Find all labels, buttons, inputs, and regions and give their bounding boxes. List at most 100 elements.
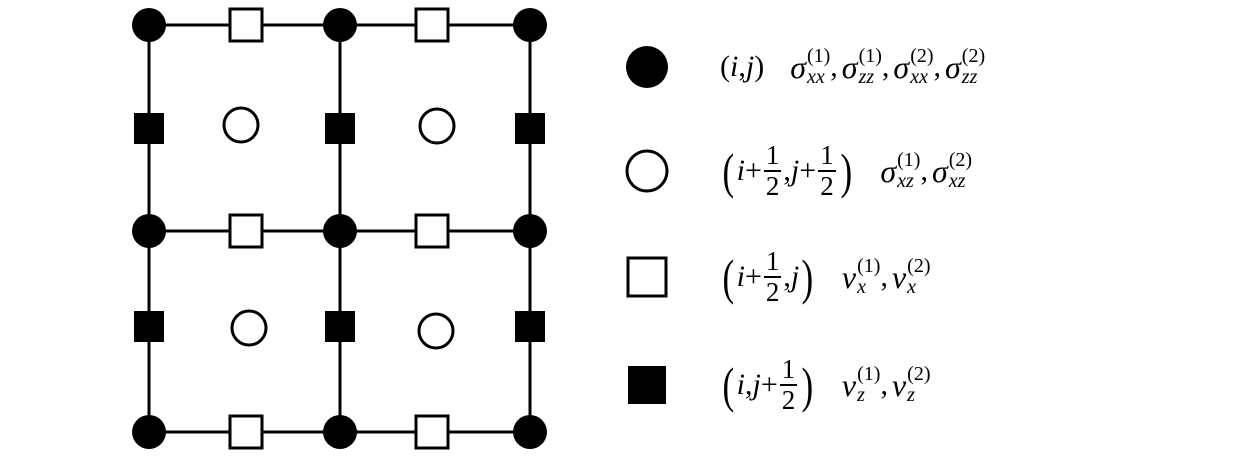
filled-circle-node (323, 214, 357, 248)
index-symbol: j (745, 50, 755, 83)
filled-square-node (515, 311, 545, 342)
filled-square-node (134, 311, 164, 342)
field-variable: v(2)x (892, 256, 931, 298)
index-symbol: j (790, 154, 800, 187)
operator: + (760, 368, 778, 401)
paren-close: ) (840, 143, 852, 199)
variable-base: σ (931, 152, 948, 189)
index-symbol: i (736, 368, 745, 401)
filled-circle-node (323, 415, 357, 449)
filled-square-node (515, 113, 545, 144)
index-symbol: j (752, 368, 761, 401)
open-square-node (414, 414, 450, 450)
subscript: xx (806, 66, 825, 88)
subscript: z (857, 384, 865, 406)
variable-scripts: (1)xx (807, 46, 830, 88)
numerator: 1 (779, 354, 798, 386)
separator: , (933, 50, 942, 83)
field-variable: σ(1)xx, (790, 46, 840, 88)
variable-base: σ (893, 48, 910, 85)
variable-base: v (891, 258, 907, 295)
legend-item: (i, j)σ(1)xx,σ(1)zz,σ(2)xx,σ(2)zz (620, 37, 987, 97)
subscript: x (907, 276, 917, 298)
filled-circle-node (132, 415, 166, 449)
open-square-node (414, 7, 450, 43)
superscript: (1) (806, 45, 831, 67)
superscript: (1) (897, 149, 921, 171)
variable-base: σ (945, 48, 961, 85)
superscript: (2) (961, 45, 986, 67)
subscript: zz (961, 66, 978, 88)
superscript: (2) (907, 363, 931, 385)
open-square-node (228, 7, 264, 43)
field-variable: v(2)z (892, 364, 931, 406)
separator: , (881, 50, 890, 83)
filled-square-node (325, 113, 355, 144)
subscript: zz (858, 66, 875, 88)
variable-scripts: (2)x (907, 256, 930, 298)
subscript: z (907, 384, 915, 406)
legend-label: (i, j)σ(1)xx,σ(1)zz,σ(2)xx,σ(2)zz (720, 46, 987, 88)
field-variable: σ(2)xz (932, 150, 972, 192)
subscript: x (857, 276, 867, 298)
numerator: 1 (818, 140, 836, 172)
superscript: (1) (858, 45, 882, 67)
open-circle-node (417, 312, 455, 350)
operator: , (745, 368, 753, 401)
variable-base: v (841, 258, 857, 295)
variable-scripts: (1)xz (897, 150, 920, 192)
filled-square-icon (620, 358, 674, 412)
separator: , (880, 260, 888, 293)
open-square-node (228, 414, 264, 450)
paren-open: ( (722, 249, 735, 305)
operator: , (738, 50, 746, 83)
variable-scripts: (2)zz (962, 46, 985, 88)
index-symbol: i (736, 154, 745, 187)
operator: + (745, 154, 762, 187)
variable-scripts: (2)xx (910, 46, 933, 88)
field-variable: σ(1)xz, (880, 150, 930, 192)
paren-open: ( (722, 357, 735, 413)
filled-circle-node (323, 8, 357, 42)
index-symbol: i (736, 260, 745, 293)
operator: , (783, 260, 791, 293)
paren-open: ( (720, 50, 730, 83)
separator: , (880, 368, 888, 401)
superscript: (2) (907, 255, 931, 277)
open-circle-node (222, 106, 260, 144)
variable-scripts: (1)z (857, 364, 880, 406)
variable-base: v (841, 366, 857, 403)
variable-base: σ (841, 48, 858, 85)
field-variable: σ(2)zz (945, 46, 985, 88)
paren-open: ( (722, 143, 735, 199)
denominator: 2 (781, 385, 796, 415)
denominator: 2 (765, 277, 780, 307)
variable-scripts: (2)z (907, 364, 930, 406)
subscript: xz (897, 170, 914, 192)
filled-square-node (325, 311, 355, 342)
superscript: (1) (857, 363, 881, 385)
paren-close: ) (754, 50, 765, 83)
filled-circle-node (513, 214, 547, 248)
filled-circle-icon (620, 40, 674, 94)
denominator: 2 (765, 171, 780, 201)
filled-circle-node (513, 8, 547, 42)
open-square-node (414, 213, 450, 249)
variable-base: σ (790, 48, 806, 85)
variable-base: σ (880, 152, 897, 189)
index-symbol: i (730, 50, 739, 83)
paren-close: ) (801, 357, 814, 413)
separator: , (830, 50, 838, 83)
open-circle-node (418, 107, 456, 145)
